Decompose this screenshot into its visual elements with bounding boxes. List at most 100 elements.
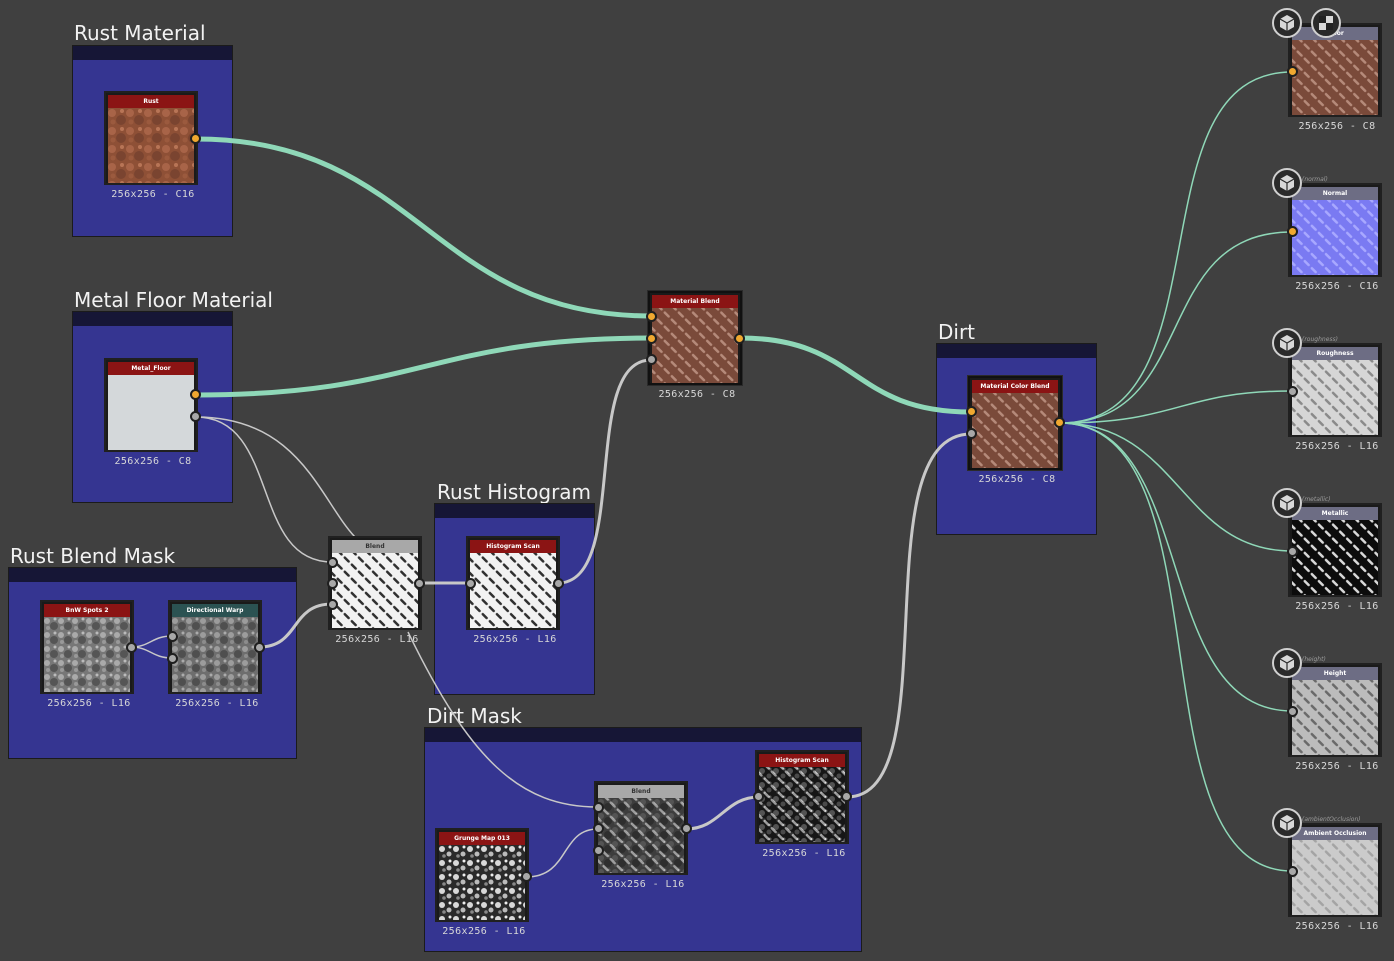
thumbnail-material-blend (652, 308, 738, 383)
frame-bar[interactable] (73, 46, 232, 60)
output-port[interactable] (254, 642, 265, 653)
output-port[interactable] (126, 642, 137, 653)
wire-to-ao-output (1059, 422, 1293, 872)
node-title: Roughness (1292, 347, 1378, 360)
output-port[interactable] (553, 578, 564, 589)
wire-metal-floor-to-blend (195, 416, 333, 563)
node-title: Height (1292, 667, 1378, 680)
node-title: Histogram Scan (470, 540, 556, 553)
input-port-input[interactable] (167, 631, 178, 642)
input-port-material[interactable] (966, 406, 977, 417)
output-node-height[interactable]: Height 256x256 - L16 (1288, 663, 1382, 772)
frame-title-dirt[interactable]: Dirt (938, 320, 976, 344)
input-port-mask[interactable] (646, 354, 657, 365)
output-node-metallic[interactable]: Metallic 256x256 - L16 (1288, 503, 1382, 612)
output-port[interactable] (521, 871, 532, 882)
input-port-mask[interactable] (966, 428, 977, 439)
frame-title-metal-floor-material[interactable]: Metal Floor Material (74, 288, 273, 312)
input-port-opacity[interactable] (593, 845, 604, 856)
output-usage-tag: (normal) (1302, 176, 1328, 183)
node-histogram-dirt[interactable]: Histogram Scan 256x256 - L16 (755, 750, 849, 859)
output-port[interactable] (414, 578, 425, 589)
frame-bar[interactable] (435, 504, 594, 518)
node-rust[interactable]: Rust 256x256 - C16 (104, 91, 198, 200)
input-port[interactable] (1287, 226, 1298, 237)
input-port[interactable] (1287, 66, 1298, 77)
node-blend-rust[interactable]: Blend 256x256 - L16 (328, 536, 422, 645)
output-usage-tag: (roughness) (1302, 336, 1338, 343)
wire-to-roughness-output (1059, 390, 1293, 424)
thumbnail-roughness-output (1292, 360, 1378, 435)
node-resolution: 256x256 - L16 (473, 634, 557, 645)
thumbnail-normal-output (1292, 200, 1378, 275)
input-port-material-b[interactable] (646, 333, 657, 344)
cube-icon[interactable] (1272, 808, 1302, 838)
output-node-normal[interactable]: Normal 256x256 - C16 (1288, 183, 1382, 292)
node-title: Blend (598, 785, 684, 798)
input-port[interactable] (1287, 706, 1298, 717)
output-port-mask[interactable] (190, 411, 201, 422)
output-port-basecolor[interactable] (190, 389, 201, 400)
thumbnail-material-color-blend (972, 393, 1058, 468)
output-node-roughness[interactable]: Roughness 256x256 - L16 (1288, 343, 1382, 452)
node-material-color-blend[interactable]: Material Color Blend 256x256 - C8 (968, 376, 1062, 485)
output-usage-tag: (ambientOcclusion) (1302, 816, 1361, 823)
input-port[interactable] (1287, 546, 1298, 557)
thumbnail-blend-dirt (598, 798, 684, 873)
node-histogram-rust[interactable]: Histogram Scan 256x256 - L16 (466, 536, 560, 645)
cube-icon[interactable] (1272, 8, 1302, 38)
input-port-foreground[interactable] (593, 802, 604, 813)
node-title: Blend (332, 540, 418, 553)
frame-bar[interactable] (425, 728, 861, 742)
node-resolution: 256x256 - C8 (114, 456, 192, 467)
input-port-material-a[interactable] (646, 311, 657, 322)
frame-title-rust-histogram[interactable]: Rust Histogram (437, 480, 592, 504)
node-resolution: 256x256 - C8 (978, 474, 1056, 485)
output-port[interactable] (734, 333, 745, 344)
output-port[interactable] (1054, 417, 1065, 428)
node-material-blend[interactable]: Material Blend 256x256 - C8 (648, 291, 742, 400)
input-port[interactable] (1287, 386, 1298, 397)
frame-title-rust-blend-mask[interactable]: Rust Blend Mask (10, 544, 176, 568)
output-port[interactable] (681, 823, 692, 834)
frame-bar[interactable] (73, 312, 232, 326)
node-title: Histogram Scan (759, 754, 845, 767)
output-port[interactable] (841, 791, 852, 802)
node-directional-warp[interactable]: Directional Warp 256x256 - L16 (168, 600, 262, 709)
wire-metal-floor-to-material-blend (195, 335, 652, 398)
input-port-intensity[interactable] (167, 653, 178, 664)
node-title: Rust (108, 95, 194, 108)
input-port[interactable] (465, 578, 476, 589)
node-grunge-map[interactable]: Grunge Map 013 256x256 - L16 (435, 828, 529, 937)
cube-icon[interactable] (1272, 648, 1302, 678)
output-node-ambient-occlusion[interactable]: Ambient Occlusion 256x256 - L16 (1288, 823, 1382, 932)
cube-icon[interactable] (1272, 168, 1302, 198)
node-bnw-spots[interactable]: BnW Spots 2 256x256 - L16 (40, 600, 134, 709)
output-node-color[interactable]: Color 256x256 - C8 (1288, 23, 1382, 132)
input-port-foreground[interactable] (327, 557, 338, 568)
node-title: Directional Warp (172, 604, 258, 617)
node-blend-dirt[interactable]: Blend 256x256 - L16 (594, 781, 688, 890)
thumbnail-height-output (1292, 680, 1378, 755)
thumbnail-histogram-dirt (759, 767, 845, 842)
input-port-background[interactable] (327, 578, 338, 589)
cube-icon[interactable] (1272, 488, 1302, 518)
node-metal-floor[interactable]: Metal_Floor 256x256 - C8 (104, 358, 198, 467)
node-resolution: 256x256 - C8 (658, 389, 736, 400)
output-usage-tag: (metallic) (1302, 496, 1331, 503)
frame-title-dirt-mask[interactable]: Dirt Mask (427, 704, 522, 728)
node-resolution: 256x256 - L16 (175, 698, 259, 709)
frame-bar[interactable] (9, 568, 296, 582)
thumbnail-color-output (1292, 40, 1378, 115)
input-port-background[interactable] (593, 823, 604, 834)
output-port[interactable] (190, 133, 201, 144)
frame-title-rust-material[interactable]: Rust Material (74, 21, 206, 45)
cube-icon[interactable] (1272, 328, 1302, 358)
input-port[interactable] (1287, 866, 1298, 877)
wire-to-metallic-output (1059, 422, 1293, 552)
wire-rust-to-material-blend (195, 136, 652, 319)
input-port-opacity[interactable] (327, 599, 338, 610)
checker-icon[interactable] (1311, 8, 1341, 38)
input-port[interactable] (753, 791, 764, 802)
frame-bar[interactable] (937, 344, 1096, 358)
